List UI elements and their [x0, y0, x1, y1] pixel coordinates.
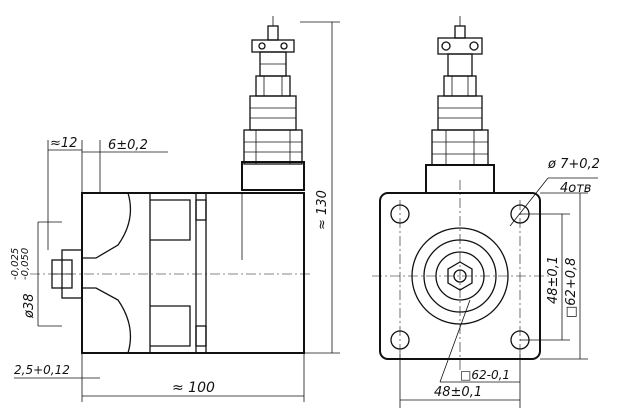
side-connector — [241, 16, 305, 191]
dim-6-tol: 6±0,2 — [108, 138, 148, 153]
front-dim-texts: ø 7+0,2 4отв 48±0,1 □62+0,8 □62-0,1 48±0… — [434, 157, 600, 400]
dim-hole-count: 4отв — [560, 181, 591, 196]
dim-square-62: □62+0,8 — [564, 258, 579, 318]
front-view: ø 7+0,2 4отв 48±0,1 □62+0,8 □62-0,1 48±0… — [372, 16, 600, 408]
dim-shaft-tol-upper: -0,025 — [10, 248, 21, 280]
front-dimensions — [399, 177, 598, 408]
side-dim-texts: ≈12 6±0,2 ≈ 130 ø38 -0,025 -0,050 2,5+0,… — [10, 136, 330, 396]
dim-approx-12: ≈12 — [50, 136, 77, 151]
dim-flange-tol: 2,5+0,12 — [14, 363, 70, 377]
dim-center-48-vertical: 48±0,1 — [546, 256, 561, 304]
dim-height-130: ≈ 130 — [315, 190, 330, 230]
front-flange — [372, 180, 552, 372]
side-dimensions — [14, 21, 340, 402]
dim-square-62-small: □62-0,1 — [460, 368, 510, 382]
dim-length-100: ≈ 100 — [172, 380, 215, 396]
dim-hole-dia: ø 7+0,2 — [547, 157, 600, 172]
front-connector — [425, 16, 495, 194]
dim-center-48-horizontal: 48±0,1 — [434, 385, 482, 400]
side-view: ≈12 6±0,2 ≈ 130 ø38 -0,025 -0,050 2,5+0,… — [10, 16, 340, 402]
dim-shaft-tol-lower: -0,050 — [20, 248, 31, 280]
side-body — [30, 192, 310, 354]
dim-shaft-dia: ø38 — [22, 294, 37, 320]
